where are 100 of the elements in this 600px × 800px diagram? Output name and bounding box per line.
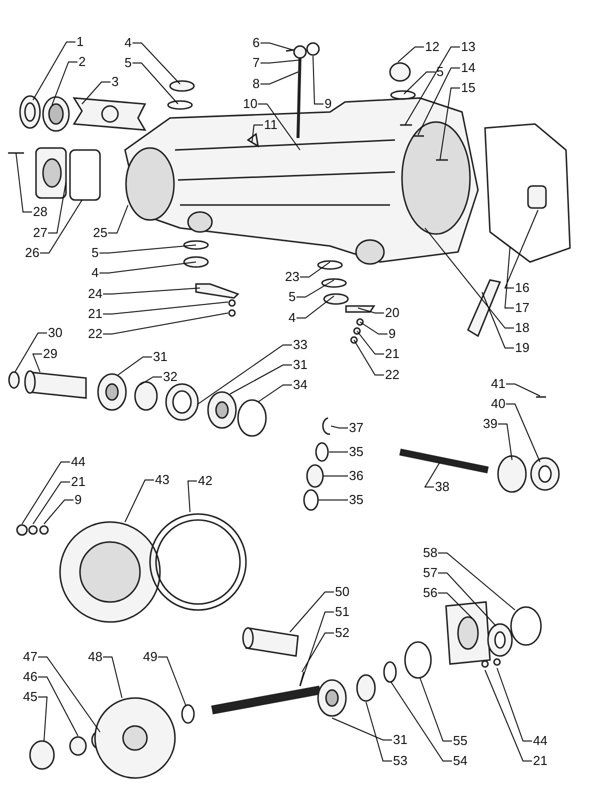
leader-line [438, 592, 472, 618]
callout-number: 25 [93, 226, 108, 240]
leader-line [504, 210, 538, 288]
callout-number: 49 [143, 650, 158, 664]
leader-line [300, 262, 330, 278]
leader-line [132, 42, 180, 84]
callout-number: 28 [33, 205, 48, 219]
callout-number: 15 [461, 81, 476, 95]
callout-number: 44 [533, 734, 548, 748]
leader-line [48, 182, 66, 234]
leader-line [44, 500, 74, 524]
leader-line [132, 62, 178, 104]
callout-number: 6 [252, 36, 260, 50]
leader-line [258, 104, 300, 150]
callout-number: 4 [92, 266, 99, 280]
leader-line [102, 302, 228, 314]
callout-number: 9 [74, 493, 82, 507]
callout-number: 38 [435, 480, 450, 494]
leader-line [506, 384, 540, 396]
callout-number: 44 [71, 455, 86, 469]
callout-number: 21 [88, 307, 102, 321]
leader-line [418, 68, 460, 136]
leader-line [300, 612, 334, 686]
leader-line [258, 384, 292, 402]
callout-number: 8 [252, 77, 260, 91]
callout-number: 13 [461, 40, 476, 54]
leader-line [52, 62, 78, 106]
callout-number: 4 [124, 36, 132, 50]
leader-line [330, 426, 348, 428]
leader-line [108, 204, 128, 234]
leader-line [404, 72, 436, 94]
leader-line [404, 46, 460, 126]
callout-number: 35 [349, 493, 364, 507]
callout-number: 5 [288, 290, 296, 304]
callout-number: 56 [423, 586, 438, 600]
callout-number: 24 [88, 287, 102, 301]
leader-line [187, 480, 198, 512]
callout-number: 27 [33, 226, 48, 240]
leader-line [230, 364, 292, 394]
callout-number: 30 [48, 326, 62, 340]
callout-number: 53 [393, 754, 408, 768]
leader-line [290, 592, 334, 632]
callout-number: 5 [92, 246, 99, 260]
callout-number: 32 [163, 370, 178, 384]
leader-line [32, 42, 76, 100]
leader-line [424, 228, 514, 328]
callout-number: 34 [293, 378, 308, 392]
callout-number: 36 [349, 469, 364, 483]
leader-line [82, 82, 111, 104]
callout-number: 19 [515, 341, 530, 355]
callout-number: 54 [453, 754, 468, 768]
leader-line [296, 296, 334, 318]
callout-number: 31 [293, 358, 308, 372]
callout-number: 43 [155, 473, 170, 487]
leader-line [260, 72, 298, 84]
callout-number: 47 [23, 650, 38, 664]
leader-line [38, 676, 78, 736]
callout-number: 5 [124, 56, 132, 70]
leader-line [332, 718, 392, 740]
leader-line [506, 404, 540, 462]
callout-number: 52 [335, 626, 350, 640]
callout-number: 17 [515, 301, 530, 315]
leader-line [158, 656, 186, 706]
callout-number: 33 [293, 338, 308, 352]
callout-number: 40 [491, 397, 506, 411]
callout-number: 31 [153, 350, 168, 364]
leader-line [424, 462, 440, 488]
leader-line [390, 682, 452, 762]
leader-line [482, 292, 514, 348]
callout-number: 21 [533, 754, 548, 768]
callout-number: 11 [264, 118, 278, 132]
leader-line [102, 288, 200, 294]
callout-number: 50 [335, 585, 350, 599]
callout-number: 55 [453, 734, 468, 748]
callout-number: 10 [243, 97, 258, 111]
leader-line [40, 200, 82, 254]
leader-line [438, 572, 496, 626]
callout-number: 35 [349, 445, 364, 459]
callout-number: 18 [515, 321, 530, 335]
callout-number: 31 [393, 733, 408, 747]
callout-number: 21 [385, 347, 400, 361]
leader-line [260, 60, 300, 64]
leader-line [398, 46, 424, 62]
leader-line [440, 88, 460, 160]
leader-line [360, 322, 388, 334]
leader-line [38, 656, 100, 732]
callout-number: 29 [43, 347, 58, 361]
callout-number: 4 [288, 311, 296, 325]
callout-number: 57 [423, 566, 438, 580]
leader-line [312, 56, 324, 104]
callout-number: 41 [491, 377, 506, 391]
callout-number: 58 [423, 546, 438, 560]
leader-line [484, 670, 532, 762]
leader-line [32, 482, 70, 524]
callout-number: 48 [88, 650, 102, 664]
callout-number: 12 [425, 40, 440, 54]
callout-number: 2 [78, 55, 86, 69]
callout-number: 9 [388, 327, 396, 341]
callout-number: 14 [461, 61, 476, 75]
leader-line [296, 280, 334, 298]
